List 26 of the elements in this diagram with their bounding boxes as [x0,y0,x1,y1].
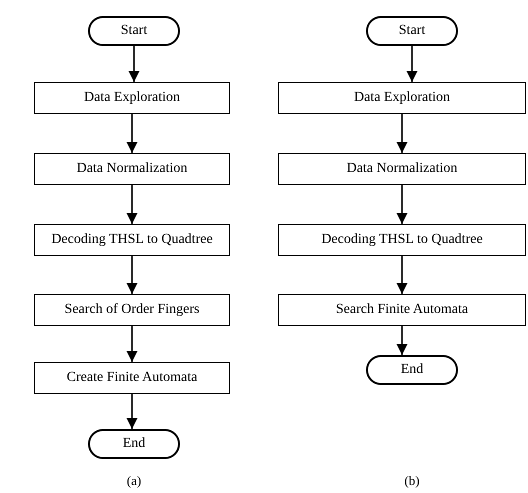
subfigure-label: (b) [404,473,420,488]
terminal-pill: Start [366,16,458,46]
arrow [396,114,408,153]
arrow [396,326,408,355]
process-box: Create Finite Automata [34,362,230,394]
process-box: Decoding THSL to Quadtree [34,224,230,256]
arrow [396,185,408,224]
process-box: Data Exploration [34,82,230,114]
process-box: Data Exploration [278,82,526,114]
arrow [126,185,138,224]
arrow [406,46,418,82]
subfigure-label: (a) [126,473,142,488]
process-box: Decoding THSL to Quadtree [278,224,526,256]
arrow [128,46,140,82]
arrow [126,394,138,429]
process-box: Data Normalization [278,153,526,185]
process-box: Data Normalization [34,153,230,185]
process-box: Search of Order Fingers [34,294,230,326]
process-box: Search Finite Automata [278,294,526,326]
arrow [126,256,138,294]
arrow [396,256,408,294]
terminal-pill: End [88,429,180,459]
terminal-pill: Start [88,16,180,46]
terminal-pill: End [366,355,458,385]
arrow [126,326,138,362]
arrow [126,114,138,153]
